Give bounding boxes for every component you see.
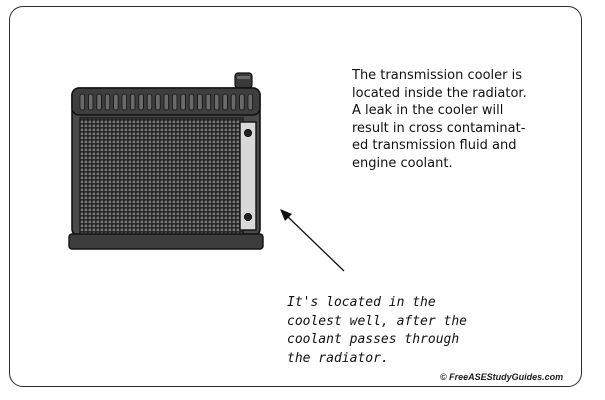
transmission-cooler-plate [239, 121, 257, 231]
radiator-cap-icon [234, 72, 253, 89]
vent-slot [138, 93, 144, 111]
radiator-bottom-tank [68, 233, 264, 250]
vent-slot [222, 93, 228, 111]
radiator-core-grid [79, 117, 244, 237]
vent-slot [163, 93, 169, 111]
vent-slot [230, 93, 237, 111]
description-line: The transmission cooler is [352, 68, 523, 83]
handwritten-note: It's located in the coolest well, after … [287, 294, 517, 368]
vent-slot [213, 93, 220, 111]
vent-slot [121, 93, 127, 111]
cooler-description: The transmission cooler is located insid… [352, 67, 542, 172]
pointer-arrow-icon [280, 209, 345, 272]
vent-slot [104, 93, 111, 111]
note-line: It's located in the [287, 295, 436, 310]
description-line: ed transmission fluid and [352, 138, 517, 153]
description-line: located inside the radiator. [352, 85, 527, 101]
description-line: engine coolant. [352, 155, 453, 171]
vent-slot [197, 93, 203, 111]
vent-slot [96, 93, 102, 111]
vent-slot [146, 93, 153, 111]
description-line: result in cross contaminat- [352, 120, 526, 136]
vent-slot [79, 93, 85, 111]
vent-slot [88, 93, 94, 111]
vent-slot [247, 93, 253, 111]
vent-slot [171, 93, 178, 111]
note-line: the radiator. [287, 350, 389, 366]
copyright-credit: © FreeASEStudyGuides.com [440, 372, 564, 382]
vent-slot [188, 93, 195, 111]
note-line: coolant passes through [287, 332, 460, 347]
vent-slot [180, 93, 186, 111]
description-line: A leak in the cooler will [352, 103, 504, 118]
radiator-vent-slots [79, 93, 253, 111]
vent-slot [155, 93, 161, 111]
vent-slot [113, 93, 119, 111]
note-line: coolest well, after the [287, 313, 468, 329]
vent-slot [129, 93, 136, 111]
vent-slot [205, 93, 211, 111]
vent-slot [239, 93, 245, 111]
